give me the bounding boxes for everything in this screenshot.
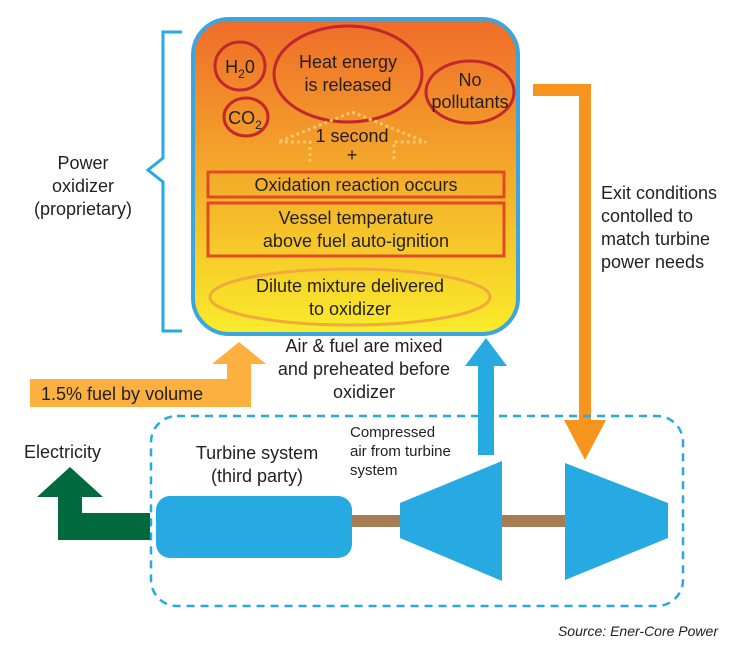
compressed-air-arrow	[465, 338, 507, 455]
h2o-label: H20	[225, 57, 255, 81]
exit-conditions-line-4: power needs	[601, 252, 704, 272]
exit-conditions-arrow	[533, 84, 606, 460]
h2o-bubble	[213, 40, 267, 92]
no-pollutants-bubble	[424, 59, 516, 125]
vessel-temperature-box	[206, 201, 506, 258]
compressor-shape	[400, 461, 502, 581]
time-outline	[277, 110, 427, 162]
air-fuel-line-1: Air & fuel are mixed	[285, 336, 442, 356]
vessel-temperature-line-2: above fuel auto-ignition	[263, 231, 449, 251]
oxidizer-bracket	[145, 30, 182, 333]
vessel-temperature-line-1: Vessel temperature	[278, 208, 433, 228]
dilute-mixture-line-2: to oxidizer	[309, 299, 391, 319]
co2-bubble	[222, 96, 270, 138]
no-pollutants-line-1: No	[458, 70, 481, 90]
air-fuel-line-2: and preheated before	[278, 359, 450, 379]
compressed-air-line-2: air from turbine	[350, 443, 451, 460]
electricity-label: Electricity	[24, 442, 101, 462]
heat-energy-line-2: is released	[304, 75, 391, 95]
time-line-2: +	[347, 145, 358, 165]
heat-energy-bubble	[272, 24, 424, 124]
fuel-label: 1.5% fuel by volume	[41, 384, 203, 404]
turbine-shape	[565, 463, 668, 580]
exit-conditions-line-1: Exit conditions	[601, 183, 717, 203]
air-fuel-line-3: oxidizer	[333, 382, 395, 402]
exit-conditions-line-3: match turbine	[601, 229, 710, 249]
oxidation-step-label: Oxidation reaction occurs	[254, 175, 457, 195]
compressed-air-line-1: Compressed	[350, 424, 435, 441]
compressed-air-line-3: system	[350, 462, 398, 479]
no-pollutants-line-2: pollutants	[431, 92, 508, 112]
source-credit: Source: Ener-Core Power	[558, 623, 719, 639]
electricity-arrow	[37, 467, 150, 540]
fuel-arrow	[30, 342, 266, 407]
time-line-1: 1 second	[315, 126, 388, 146]
turbine-system-boundary	[149, 414, 685, 608]
dilute-mixture-ellipse	[208, 267, 492, 327]
power-oxidizer-line-2: oxidizer	[52, 176, 114, 196]
power-oxidizer-line-1: Power	[57, 153, 108, 173]
power-oxidizer-line-3: (proprietary)	[34, 199, 132, 219]
dilute-mixture-line-1: Dilute mixture delivered	[256, 276, 444, 296]
turbine-system-line-1: Turbine system	[196, 443, 318, 463]
heat-energy-line-1: Heat energy	[299, 52, 397, 72]
oxidation-step-box	[206, 170, 506, 199]
generator-block	[156, 496, 352, 558]
co2-label: CO2	[228, 108, 262, 132]
exit-conditions-line-2: contolled to	[601, 206, 693, 226]
turbine-system-line-2: (third party)	[211, 466, 303, 486]
